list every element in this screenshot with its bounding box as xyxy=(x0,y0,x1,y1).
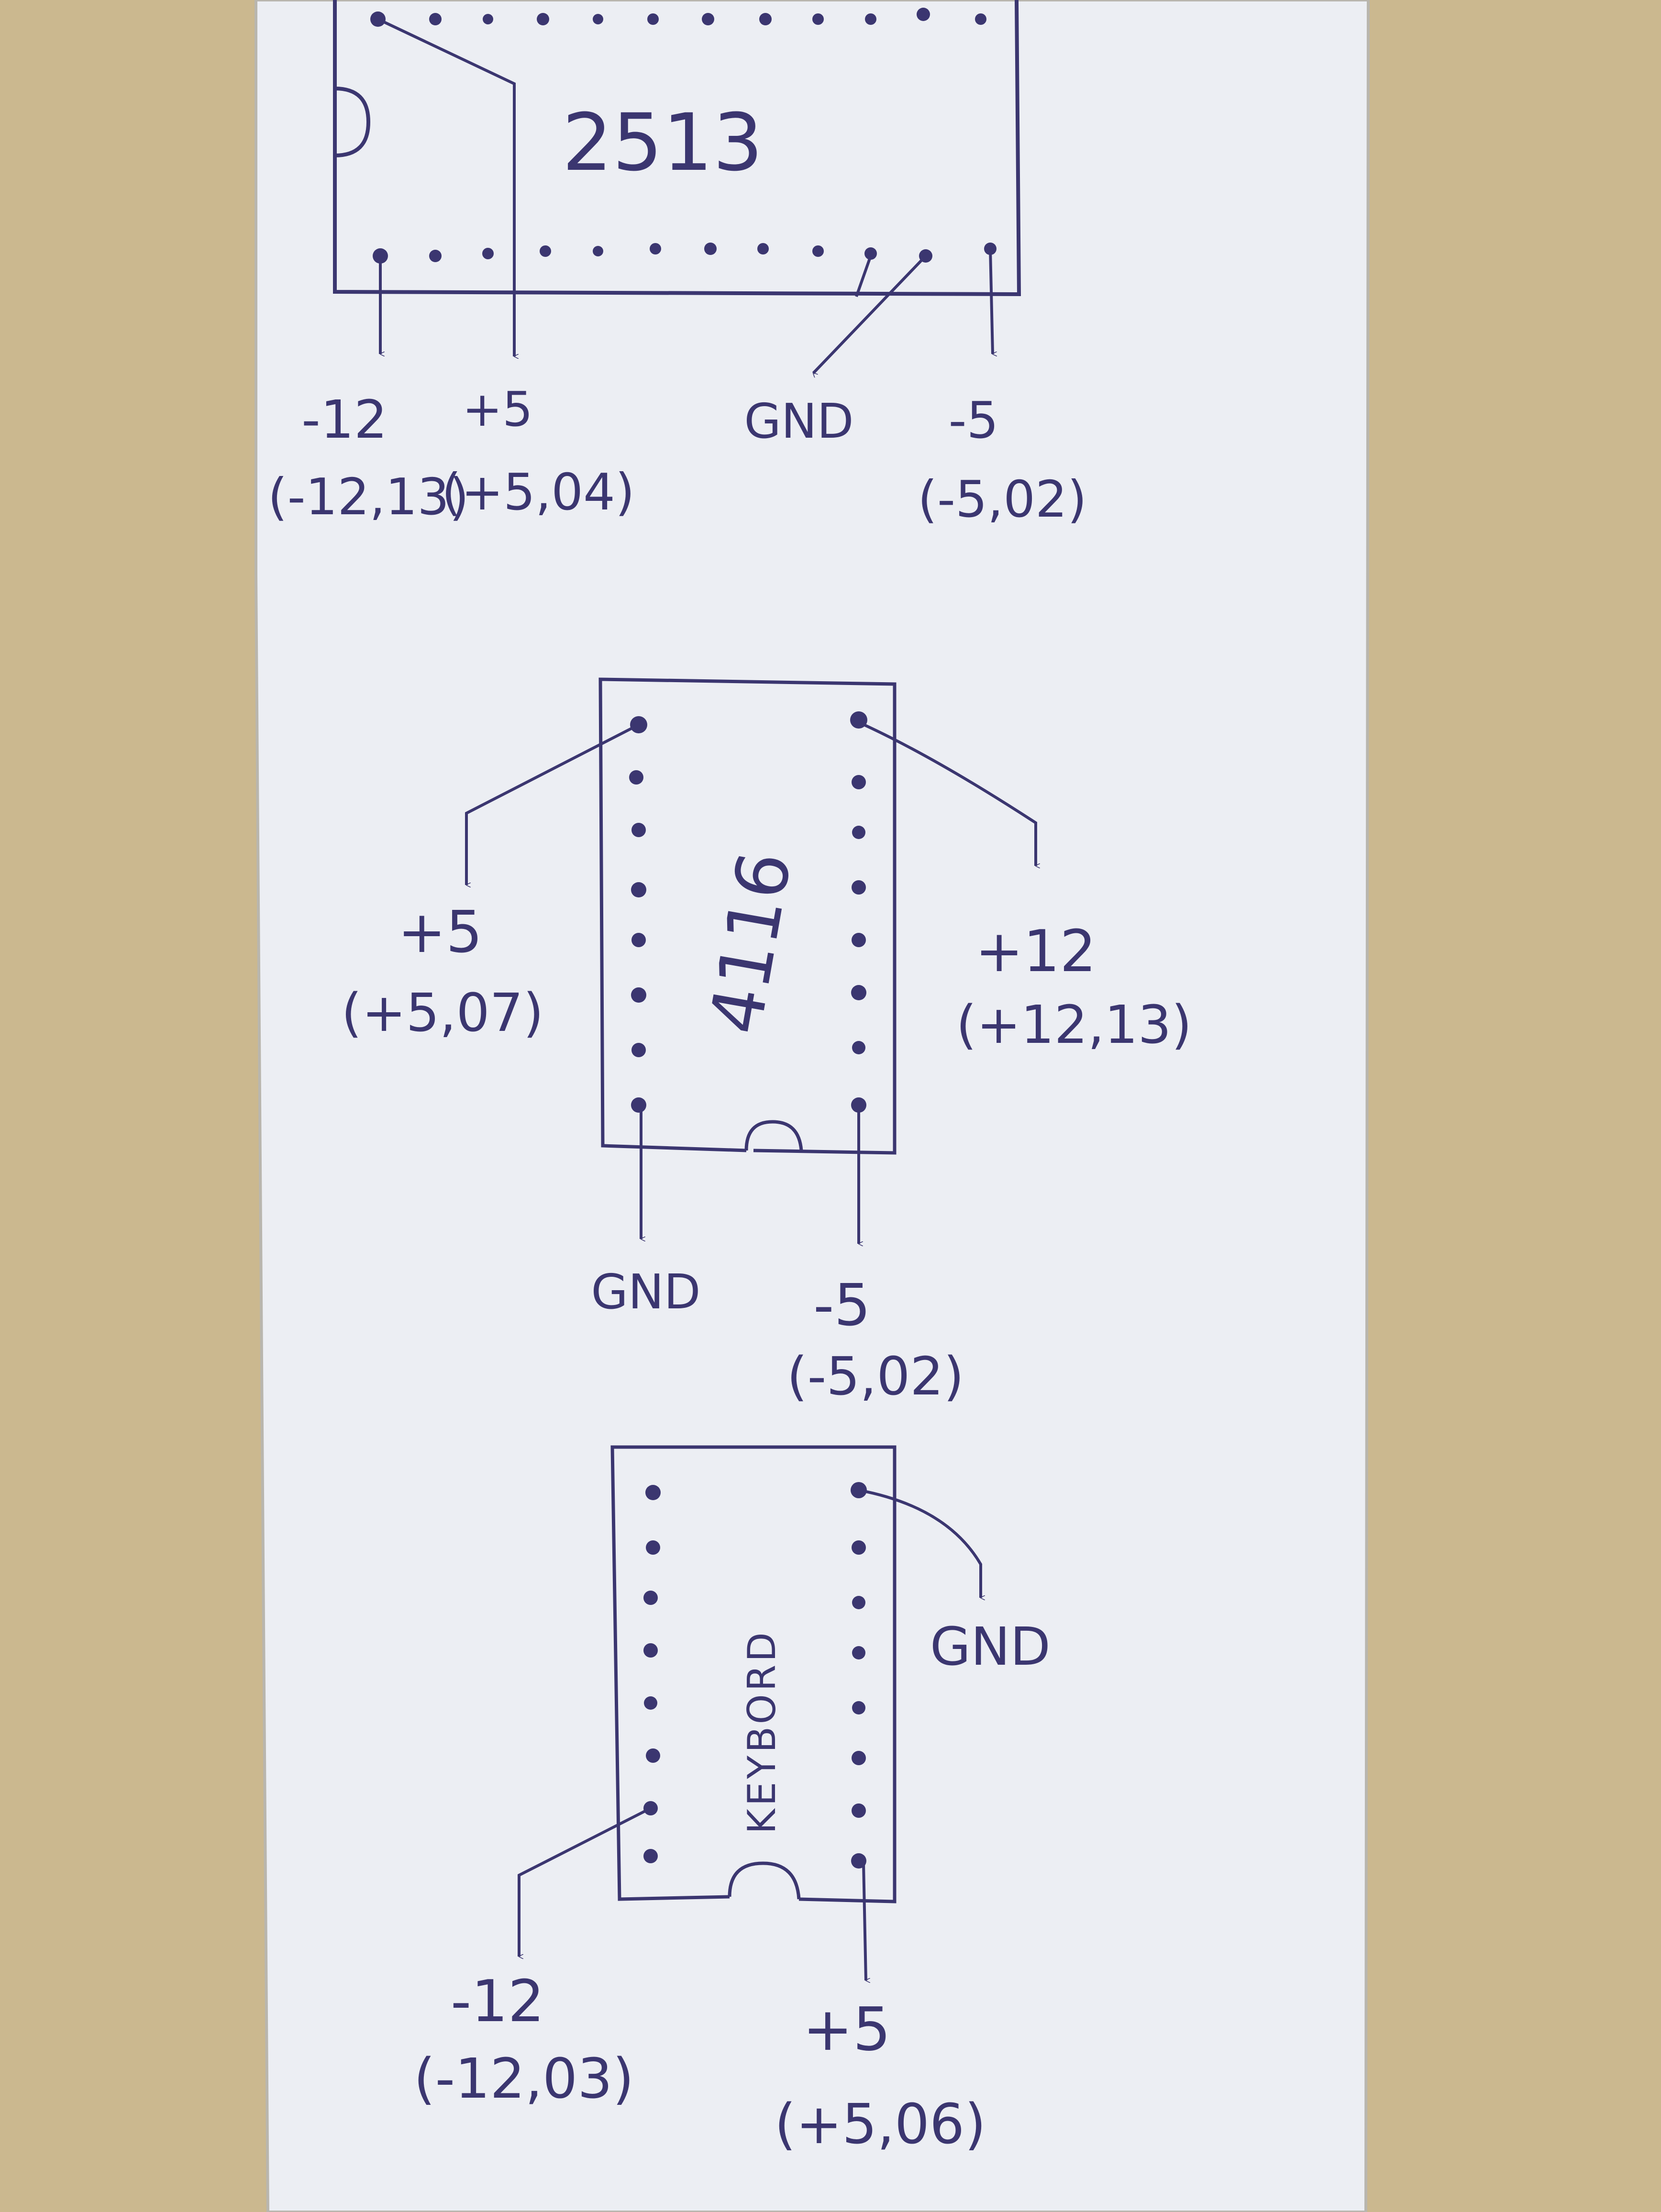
chip-keyboard xyxy=(518,1445,981,1980)
chip-2513-notch xyxy=(334,87,371,157)
pin-4116-plus5-value: (+5,07) xyxy=(342,982,544,1043)
chip-4116-outline xyxy=(598,677,897,1155)
wire-keyboard-plus5 xyxy=(862,1863,866,1980)
wire-2513-gnd-2 xyxy=(855,255,872,297)
chip-2513-pins xyxy=(370,8,997,264)
wire-2513-plus5 xyxy=(377,18,516,354)
chip-4116-pins xyxy=(629,711,867,1113)
pin-2513-plus5-name: +5 xyxy=(462,381,532,437)
chip-keyboard-pins xyxy=(643,1482,867,1869)
pin-keyboard-minus12-name: -12 xyxy=(451,1969,544,2035)
pin-keyboard-minus12-value: (-12,03) xyxy=(414,2047,634,2111)
wire-2513-gnd xyxy=(812,254,927,373)
pin-4116-plus12-name: +12 xyxy=(975,918,1096,985)
wire-4116-plus12 xyxy=(858,721,1036,866)
pin-4116-plus5-name: +5 xyxy=(398,899,483,966)
pin-2513-minus5-name: -5 xyxy=(949,391,999,450)
chip-4116-notch xyxy=(744,1120,803,1151)
pin-2513-gnd-name: GND xyxy=(744,393,853,449)
pin-4116-minus5-name: -5 xyxy=(813,1272,871,1339)
pin-keyboard-plus5-value: (+5,06) xyxy=(775,2092,986,2157)
chip-4116 xyxy=(465,677,1036,1244)
pin-2513-minus12-value: (-12,13) xyxy=(268,468,469,526)
pin-keyboard-plus5-name: +5 xyxy=(803,1995,891,2064)
chip-keyboard-outline xyxy=(610,1445,897,1903)
chip-2513-outline xyxy=(333,0,1021,297)
wire-2513-minus5 xyxy=(989,248,993,354)
chip-2513 xyxy=(333,0,1021,373)
chip-keyboard-notch xyxy=(728,1861,801,1900)
pin-2513-minus5-value: (-5,02) xyxy=(918,470,1087,529)
pin-2513-minus12-name: -12 xyxy=(301,389,388,450)
wire-keyboard-minus12 xyxy=(518,1807,652,1957)
wire-4116-plus5 xyxy=(465,723,640,885)
wire-keyboard-gnd xyxy=(858,1489,981,1598)
chip-2513-label: 2513 xyxy=(562,97,763,188)
pin-4116-minus5-value: (-5,02) xyxy=(787,1346,964,1407)
chip-keyboard-label: KEYBORD xyxy=(740,1629,784,1834)
pin-2513-plus5-value: (+5,04) xyxy=(442,463,635,521)
paper-sheet xyxy=(255,0,1370,2212)
pin-4116-plus12-value: (+12,13) xyxy=(956,994,1192,1055)
pin-4116-gnd-name: GND xyxy=(591,1264,700,1320)
pin-keyboard-gnd-name: GND xyxy=(930,1616,1051,1677)
